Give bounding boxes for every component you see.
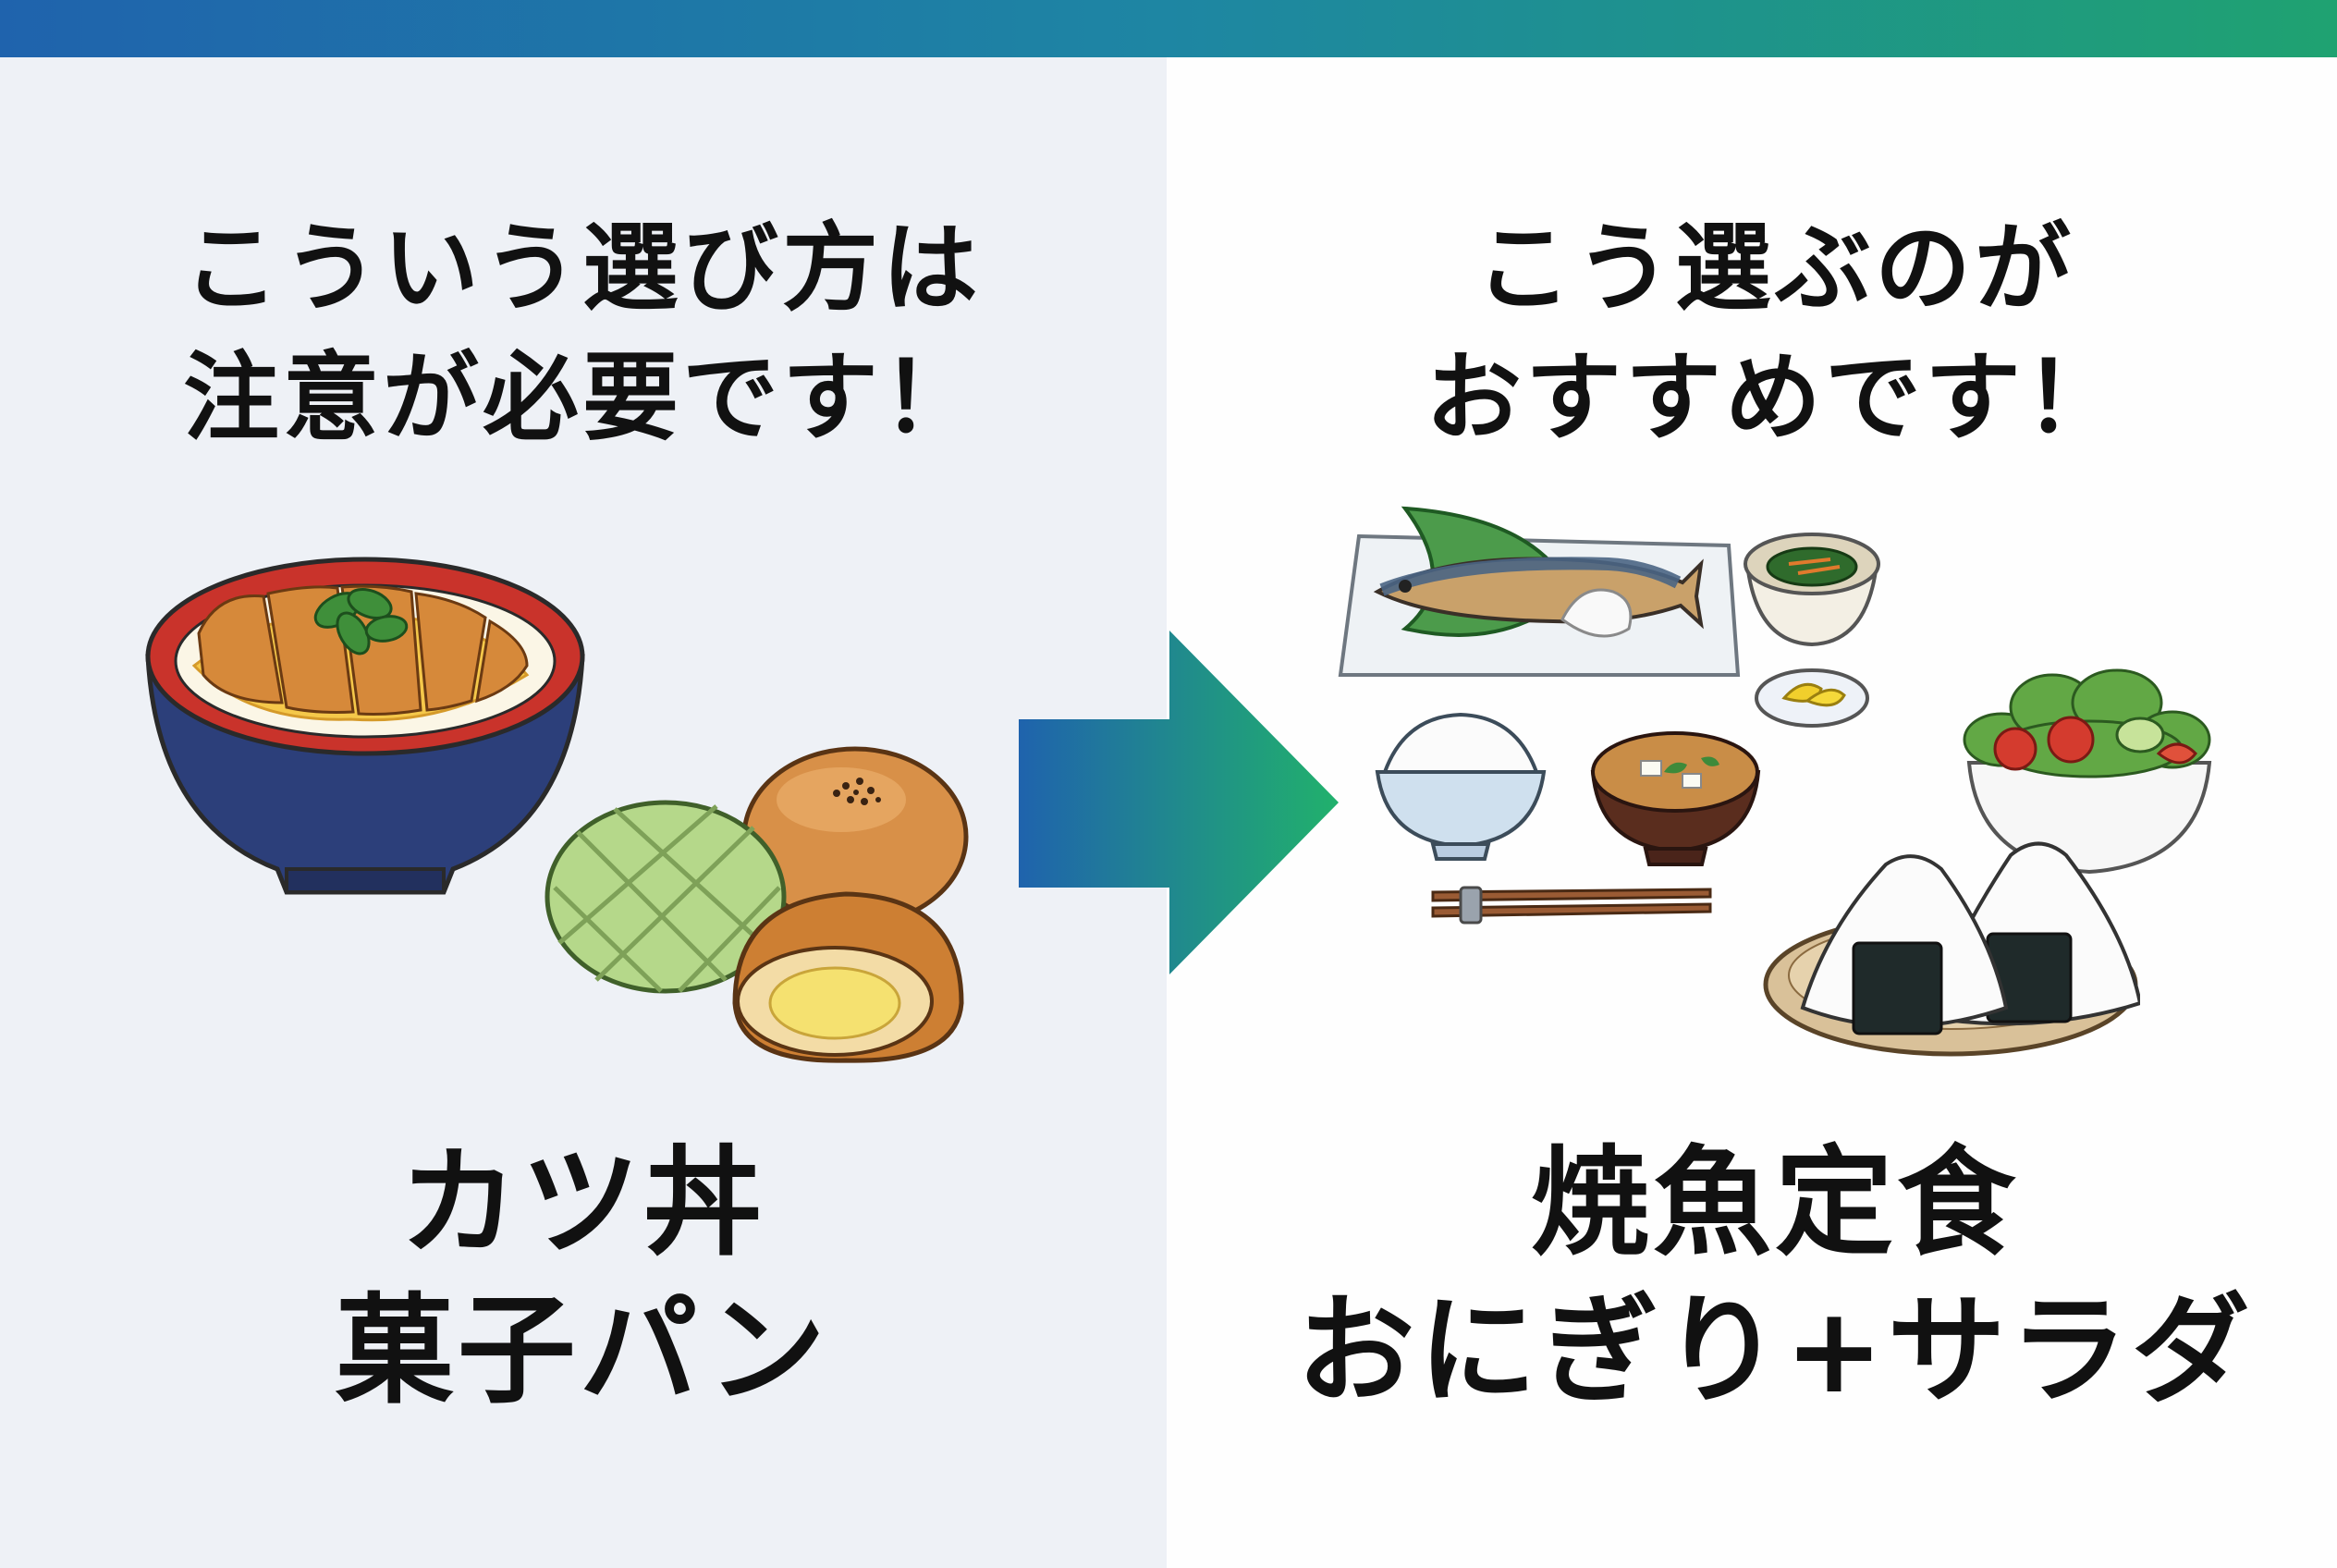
caution-headline: こういう選び方は 注意が必要です！ xyxy=(74,203,1091,462)
miso-soup-icon xyxy=(1590,731,1761,866)
caution-foods-line-1: カツ丼 xyxy=(398,1134,765,1272)
left-panel xyxy=(0,57,1167,1568)
recommend-headline: こう選ぶのが おすすめです！ xyxy=(1239,203,2311,462)
top-accent-bar xyxy=(0,0,2337,57)
caution-foods-line-2: 菓子パン xyxy=(335,1282,830,1420)
rice-bowl-icon xyxy=(1375,712,1547,861)
katsudon-bowl-icon xyxy=(145,557,585,895)
caution-headline-line-2: 注意が必要です！ xyxy=(182,341,982,454)
recommended-foods-line-2: おにぎり+サラダ xyxy=(1296,1282,2254,1420)
melon-pan-icon xyxy=(544,800,787,994)
chopsticks-icon xyxy=(1431,886,1712,925)
grilled-fish-plate-icon xyxy=(1338,506,1741,677)
cream-pan-icon xyxy=(732,891,964,1063)
caution-foods-caption: カツ丼 菓子パン xyxy=(55,1130,1109,1426)
pickles-dish-icon xyxy=(1755,668,1869,728)
recommend-headline-line-1: こう選ぶのが xyxy=(1474,212,2074,325)
onigiri-plate-icon xyxy=(1763,841,2140,1057)
recommended-foods-line-1: 焼魚定食 xyxy=(1530,1134,2019,1272)
recommend-headline-line-2: おすすめです！ xyxy=(1425,341,2124,454)
spinach-side-dish-icon xyxy=(1744,533,1880,647)
recommended-foods-caption: 焼魚定食 おにぎり+サラダ xyxy=(1230,1130,2320,1426)
caution-headline-line-1: こういう選び方は xyxy=(182,212,982,325)
right-arrow-icon xyxy=(1019,631,1339,974)
anpan-icon xyxy=(741,746,969,927)
